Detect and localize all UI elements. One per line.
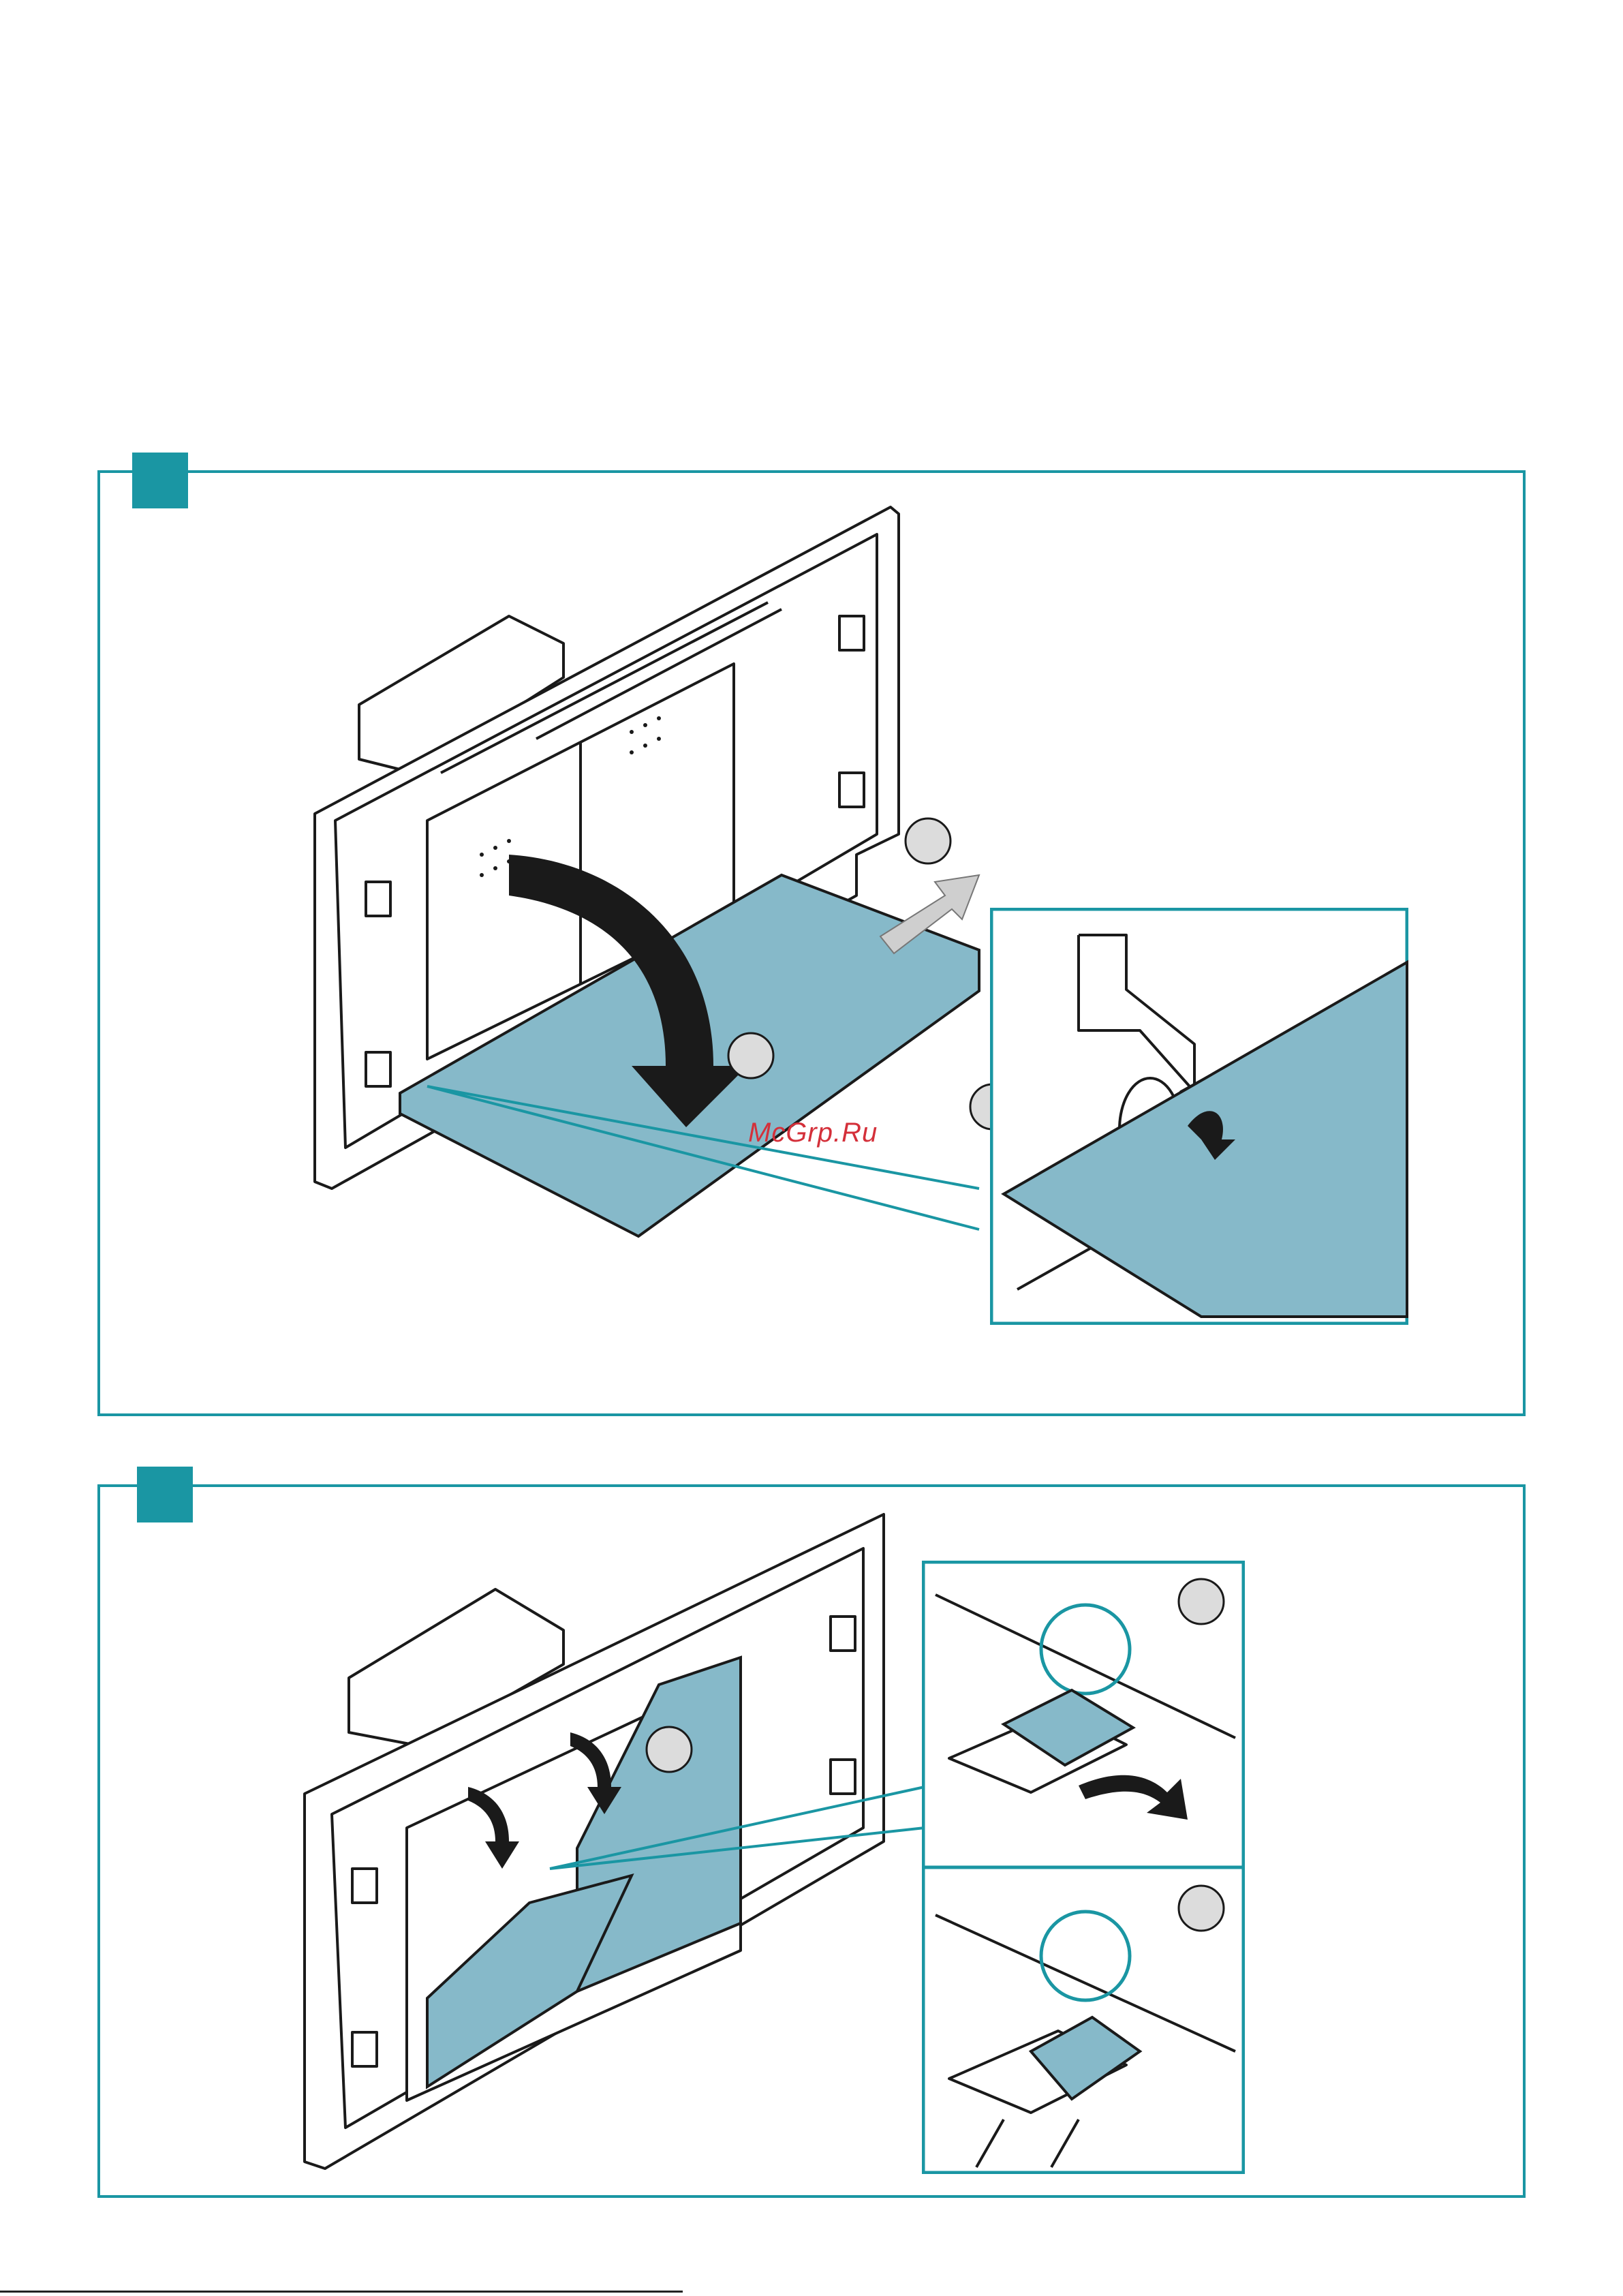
step-1-panel [97, 470, 1526, 1416]
watermark-text: McGrp.Ru [748, 1118, 878, 1148]
footer-rule [0, 2291, 683, 2293]
callout-1 [647, 1727, 692, 1772]
hinge-detail-box [990, 908, 1408, 1325]
step-2-panel [97, 1484, 1526, 2198]
clip-release-detail-box [922, 1561, 1245, 2174]
callout-1 [906, 818, 950, 863]
callout-2 [1179, 1579, 1224, 1624]
oven-filter-diagram [100, 1487, 1524, 2196]
callout-2 [728, 1033, 773, 1078]
callout-3 [1179, 1886, 1224, 1931]
